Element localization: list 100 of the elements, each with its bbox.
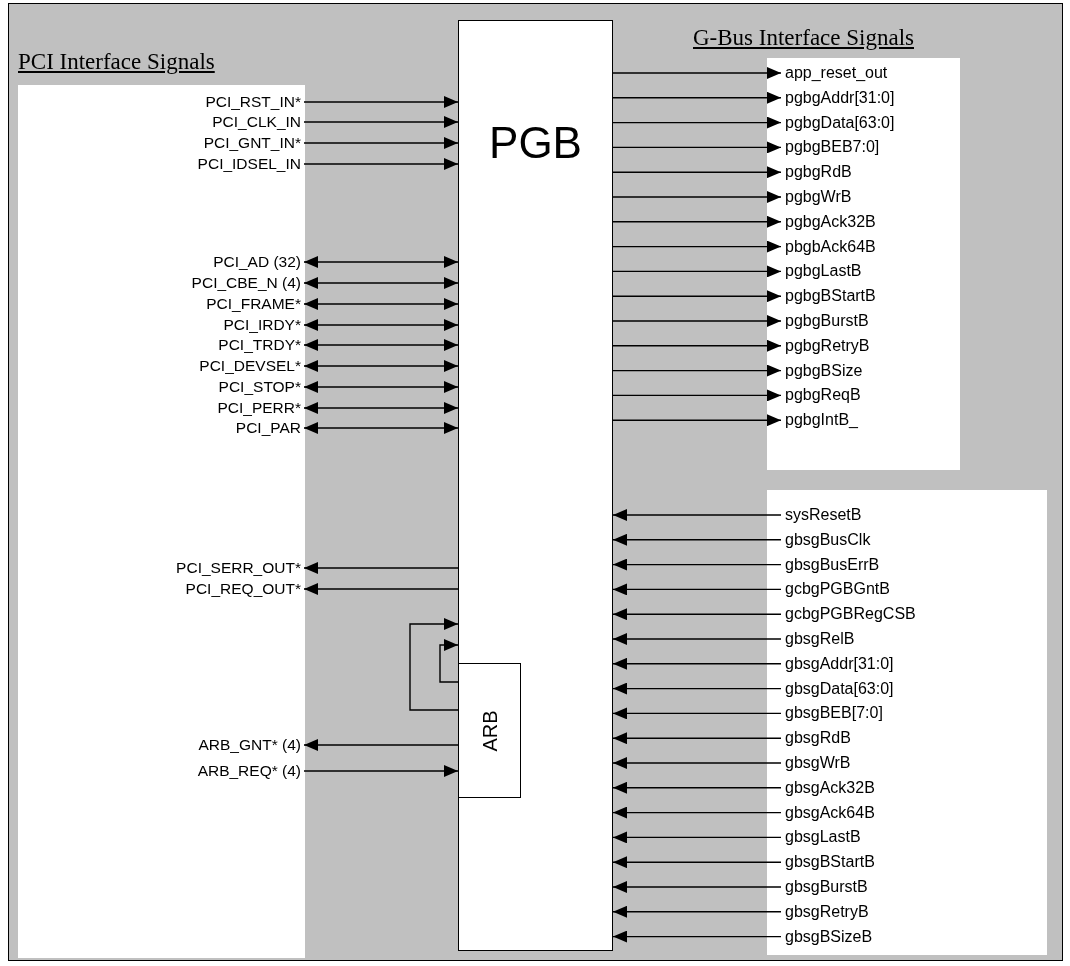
signal-label: gbsgBStartB [785,853,875,872]
signal-label: PCI_FRAME* [206,295,301,313]
signal-label: pgbgAddr[31:0] [785,88,895,107]
signal-label: PCI_PERR* [217,399,301,417]
signal-label: app_reset_out [785,64,888,82]
signal-arrow [303,116,459,128]
signal-label: gbsgRelB [785,630,855,648]
signal-label: gcbgPGBRegCSB [785,605,916,624]
signal-label: gbsgRdB [785,729,851,748]
signal-arrow [612,806,782,819]
signal-label: PCI_PAR [235,419,301,437]
signal-arrow [612,905,782,918]
signal-arrow [612,191,782,203]
signal-arrow [303,339,459,351]
submodule-box [458,663,521,798]
signal-label: PCI_STOP* [218,378,301,396]
signal-label: pgbgLastB [785,262,862,281]
signal-arrow [612,67,782,79]
signal-label: PCI_RST_IN* [205,93,301,111]
signal-arrow [612,166,782,179]
signal-label: PCI_SERR_OUT* [176,559,301,577]
signal-arrow [612,141,782,154]
signal-label: gbsgBEB[7:0] [785,704,883,723]
signal-arrow [612,657,782,670]
signal-label: pgbgBEB7:0] [785,138,880,157]
signal-arrow [612,583,782,596]
signal-arrow [612,116,782,129]
signal-label: gbsgBusErrB [785,555,880,574]
signal-label: PCI_REQ_OUT* [185,580,301,598]
signal-arrow [612,364,782,377]
signal-arrow [612,757,782,769]
signal-arrow [303,739,459,751]
signal-arrow [303,137,459,149]
module-label: PGB [489,121,582,165]
signal-panel [767,490,1047,955]
signal-arrow [303,298,459,310]
signal-arrow [303,422,459,434]
signal-label: pbgbAck64B [785,237,876,256]
signal-arrow [303,360,459,372]
signal-arrow [612,265,782,278]
signal-label: PCI_CBE_N (4) [191,274,301,292]
signal-arrow [612,91,782,104]
signal-label: gbsgAck64B [785,803,875,822]
signal-arrow [612,215,782,228]
signal-label: pgbgData[63:0] [785,113,895,132]
signal-label: PCI_CLK_IN [212,113,301,131]
signal-label: gbsgBurstB [785,878,868,896]
signal-label: ARB_GNT* (4) [198,736,301,754]
signal-arrow [612,389,782,402]
signal-arrow [303,96,459,108]
signal-label: pgbgBSize [785,361,863,380]
signal-arrow [303,256,459,268]
signal-label: pgbgWrB [785,188,852,206]
signal-label: pgbgRetryB [785,336,870,355]
signal-label: gbsgWrB [785,754,851,772]
signal-label: PCI_GNT_IN* [203,134,301,152]
signal-arrow [303,381,459,393]
signal-arrow [303,562,459,574]
signal-arrow [303,319,459,331]
feedback-arrow [439,639,459,683]
signal-label: pgbgBurstB [785,312,869,330]
signal-label: pgbgIntB_ [785,411,858,430]
signal-label: ARB_REQ* (4) [197,762,301,780]
signal-label: pgbgReqB [785,386,861,405]
signal-arrow [303,277,459,289]
signal-arrow [303,765,459,777]
signal-arrow [612,509,782,521]
signal-arrow [612,339,782,352]
module-box [458,20,613,951]
signal-label: gcbgPGBGntB [785,580,890,599]
signal-arrow [612,633,782,645]
signal-label: PCI_TRDY* [218,336,301,354]
signal-label: PCI_IDSEL_IN [197,155,301,173]
signal-label: gbsgAck32B [785,778,875,797]
signal-label: PCI_DEVSEL* [199,357,301,375]
signal-arrow [612,290,782,303]
panel-heading: G-Bus Interface Signals [693,25,914,51]
signal-arrow [612,682,782,695]
signal-label: gbsgBSizeB [785,927,873,946]
signal-arrow [612,558,782,571]
signal-arrow [612,240,782,253]
signal-arrow [612,608,782,621]
signal-arrow [303,158,459,170]
signal-arrow [612,414,782,427]
signal-arrow [612,533,782,546]
signal-arrow [612,732,782,745]
signal-label: PCI_AD (32) [213,253,301,271]
signal-label: sysResetB [785,506,862,524]
signal-arrow [612,856,782,869]
signal-label: gbsgRetryB [785,902,869,921]
signal-arrow [303,583,459,595]
signal-label: pgbgBStartB [785,287,876,306]
signal-arrow [612,881,782,893]
signal-label: PCI_IRDY* [223,316,301,334]
signal-arrow [612,315,782,327]
signal-arrow [303,402,459,414]
signal-arrow [612,831,782,844]
module-label: ARB [479,709,500,752]
signal-label: gbsgAddr[31:0] [785,654,894,673]
signal-label: pgbgAck32B [785,212,876,231]
